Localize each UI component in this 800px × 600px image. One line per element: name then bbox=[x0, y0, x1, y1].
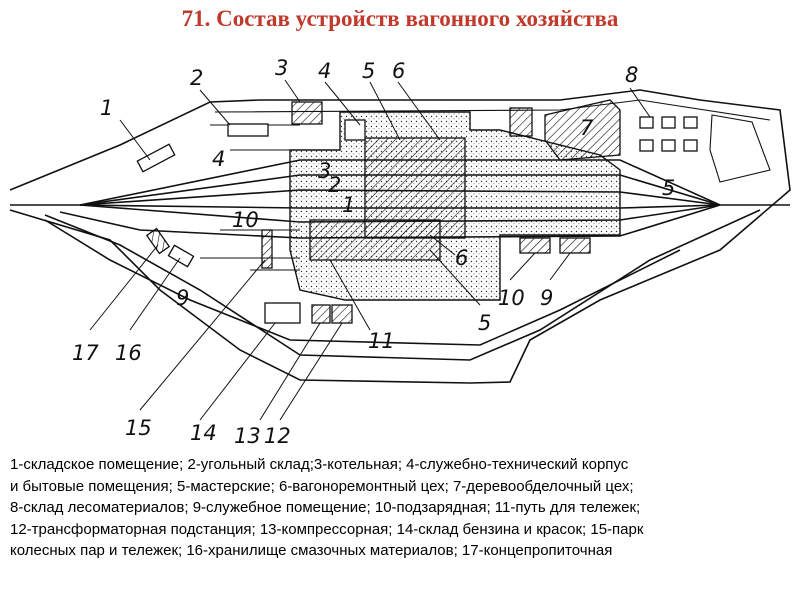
label-17: 17 bbox=[72, 341, 99, 365]
label-6b: 6 bbox=[455, 246, 468, 270]
label-5b: 5 bbox=[478, 311, 491, 335]
track-label-3: 3 bbox=[318, 159, 331, 183]
label-3: 3 bbox=[275, 56, 288, 80]
track-label-5: 5 bbox=[662, 176, 675, 200]
label-2: 2 bbox=[190, 66, 203, 90]
slide-title: 71. Состав устройств вагонного хозяйства bbox=[181, 6, 619, 31]
building-5-workshops bbox=[309, 219, 441, 261]
building-7-woodworking bbox=[544, 99, 621, 161]
building-13-compressor bbox=[311, 304, 331, 324]
legend-line-3: 8-склад лесоматериалов; 9-служебное поме… bbox=[10, 499, 641, 516]
label-12: 12 bbox=[264, 424, 291, 448]
label-11: 11 bbox=[368, 329, 395, 353]
building-16-lubricants bbox=[167, 244, 195, 268]
label-1: 1 bbox=[100, 96, 113, 120]
building-14-fuel-store bbox=[264, 302, 301, 324]
area-15-wheel-park bbox=[261, 229, 273, 269]
label-4: 4 bbox=[318, 59, 331, 83]
legend-line-5: колесных пар и тележек; 16-хранилище сма… bbox=[10, 542, 613, 559]
leader-lines bbox=[89, 79, 651, 421]
label-9b: 9 bbox=[176, 286, 189, 310]
building-8-lumber-yard bbox=[639, 114, 771, 183]
label-7: 7 bbox=[580, 116, 594, 140]
label-14: 14 bbox=[190, 421, 217, 445]
track-label-2: 2 bbox=[328, 173, 341, 197]
rail-car-depot-diagram: 1 2 3 4 5 6 7 8 6 5 10 9 11 12 13 14 15 … bbox=[9, 56, 791, 448]
legend-line-4: 12-трансформаторная подстанция; 13-компр… bbox=[10, 520, 644, 538]
label-9: 9 bbox=[540, 286, 553, 310]
label-13: 13 bbox=[234, 424, 261, 448]
building-12-substation bbox=[331, 304, 353, 324]
label-10: 10 bbox=[498, 286, 525, 310]
building-17-impregnation bbox=[145, 227, 171, 255]
label-8: 8 bbox=[625, 63, 638, 87]
diagram-labels: 1 2 3 4 5 6 7 8 6 5 10 9 11 12 13 14 15 … bbox=[72, 56, 675, 448]
building-3-boiler bbox=[291, 101, 323, 125]
building-1-warehouse bbox=[136, 143, 176, 173]
label-6: 6 bbox=[392, 59, 405, 83]
building-9-office bbox=[559, 237, 591, 254]
legend-line-1: 1-складское помещение; 2-угольный склад;… bbox=[10, 456, 629, 473]
label-16: 16 bbox=[115, 341, 142, 365]
track-label-4: 4 bbox=[212, 147, 225, 171]
label-10b: 10 bbox=[232, 208, 259, 232]
building-10-charging bbox=[519, 237, 551, 254]
site-boundary bbox=[9, 89, 791, 384]
label-15: 15 bbox=[125, 416, 152, 440]
legend-line-2: и бытовые помещения; 5-мастерские; 6-ваг… bbox=[10, 477, 634, 495]
building-2-coal-yard bbox=[227, 123, 269, 137]
label-5: 5 bbox=[362, 59, 375, 83]
legend: 1-складское помещение; 2-угольный склад;… bbox=[10, 454, 792, 562]
track-label-1: 1 bbox=[342, 193, 355, 217]
